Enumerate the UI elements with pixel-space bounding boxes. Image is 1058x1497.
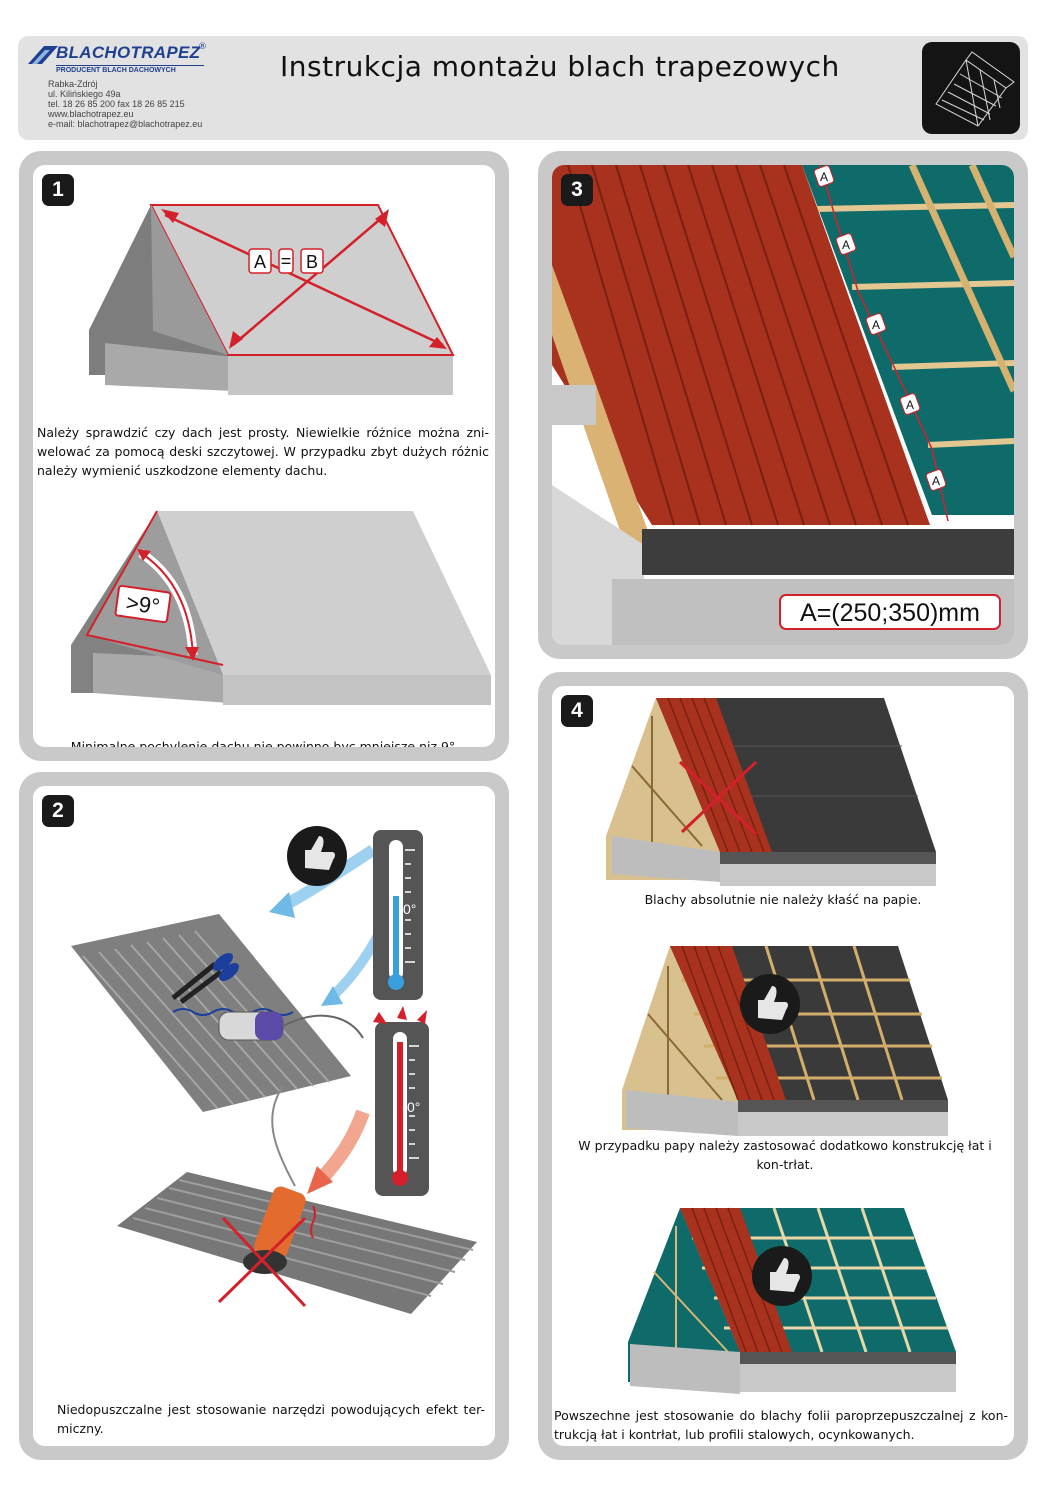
step-4-content: 4 Blachy absolutnie nie należy kłaść na … [552,686,1014,1446]
step-2-caption-thermal-tools: Niedopuszczalne jest stosowanie narzędzi… [57,1402,485,1436]
diagonal-equals: = [281,251,292,271]
spacing-label-1: A [820,170,828,184]
step-1-caption-min-pitch: Minimalne pochylenie dachu nie powinno b… [70,739,456,747]
header-bar: BLACHOTRAPEZ ® PRODUCENT BLACH DACHOWYCH… [18,36,1028,140]
spacing-label-3: A [872,318,880,332]
spacing-label-2: A [842,238,850,252]
contact-city: Rabka-Zdrój [48,79,98,89]
metal-shears-icon [171,953,239,1004]
contact-website[interactable]: www.blachotrapez.eu [48,109,134,119]
roof-pitch-illustration: >9° [71,510,491,705]
batten-spacing-illustration: A A A A A A=(250;350)mm [552,165,1014,645]
step-4-caption-battens-on-tar-paper: W przypadku papy należy zastosować dodat… [578,1138,992,1172]
roof-thumbnail-icon [922,42,1020,134]
thermometer-top-zero-label: 0° [403,901,416,917]
pitch-angle-label: >9° [124,590,161,619]
electric-nibbler-icon [218,1011,364,1041]
step-1-content: 1 A = B Należy sprawdzić czy [33,165,495,747]
step-4-caption-membrane: Powszechne jest stosowanie do blachy fol… [554,1408,1008,1442]
step-3-badge: 3 [561,174,593,206]
document-title: Instrukcja montażu blach trapezowych [280,50,840,83]
step-2-content: 2 [33,786,495,1446]
thermometer-heat-icon: 0° [373,1006,429,1196]
prohibited-cross-icon [678,760,758,836]
step-3-panel: 3 [538,151,1028,659]
thermometer-bottom-zero-label: 0° [407,1099,420,1115]
spacing-label-5: A [932,474,940,488]
sheet-on-membrane-illustration [628,1207,956,1394]
step-3-content: 3 [552,165,1014,645]
batten-spacing-markers: A A A A A [813,165,949,522]
step-4-panel: 4 Blachy absolutnie nie należy kłaść na … [538,672,1028,1460]
contact-email[interactable]: e-mail: blachotrapez@blachotrapez.eu [48,119,203,129]
brand-logo[interactable]: BLACHOTRAPEZ ® PRODUCENT BLACH DACHOWYCH [26,40,226,74]
logo-subtitle: PRODUCENT BLACH DACHOWYCH [56,65,204,74]
step-4-badge: 4 [561,695,593,727]
logo-registered-mark: ® [198,42,207,52]
step-4-caption-no-tar-paper: Blachy absolutnie nie należy kłaść na pa… [644,892,922,907]
roof-diagonal-check-illustration: A = B [89,204,455,395]
corrugated-sheet-approved [71,914,351,1112]
corrugated-sheet-rejected [117,1172,477,1314]
spacing-label-4: A [906,398,914,412]
diagonal-label-a: A [254,252,266,272]
prohibited-cross-icon [217,1216,307,1308]
step-1-badge: 1 [42,174,74,206]
step-1-caption-flatness: Należy sprawdzić czy dach jest prosty. N… [37,425,489,478]
sheet-on-tar-paper-illustration [606,697,936,886]
cutting-tools-illustration: 0° 0° [71,826,477,1314]
contact-phone: tel. 18 26 85 200 fax 18 26 85 215 [48,99,185,109]
thermometer-above-zero-icon: 0° [373,830,423,1000]
step-2-panel: 2 [19,772,509,1460]
roof-logo-icon [28,46,58,64]
batten-spacing-formula: A=(250;350)mm [800,599,980,627]
step-1-panel: 1 A = B Należy sprawdzić czy [19,151,509,761]
battens-over-tar-paper-illustration [622,945,948,1136]
contact-block: Rabka-Zdrój ul. Kilińskiego 49a tel. 18 … [48,79,202,129]
contact-street: ul. Kilińskiego 49a [48,89,121,99]
logo-text: BLACHOTRAPEZ [56,43,201,62]
diagonal-label-b: B [306,252,318,272]
step-2-badge: 2 [42,795,74,827]
